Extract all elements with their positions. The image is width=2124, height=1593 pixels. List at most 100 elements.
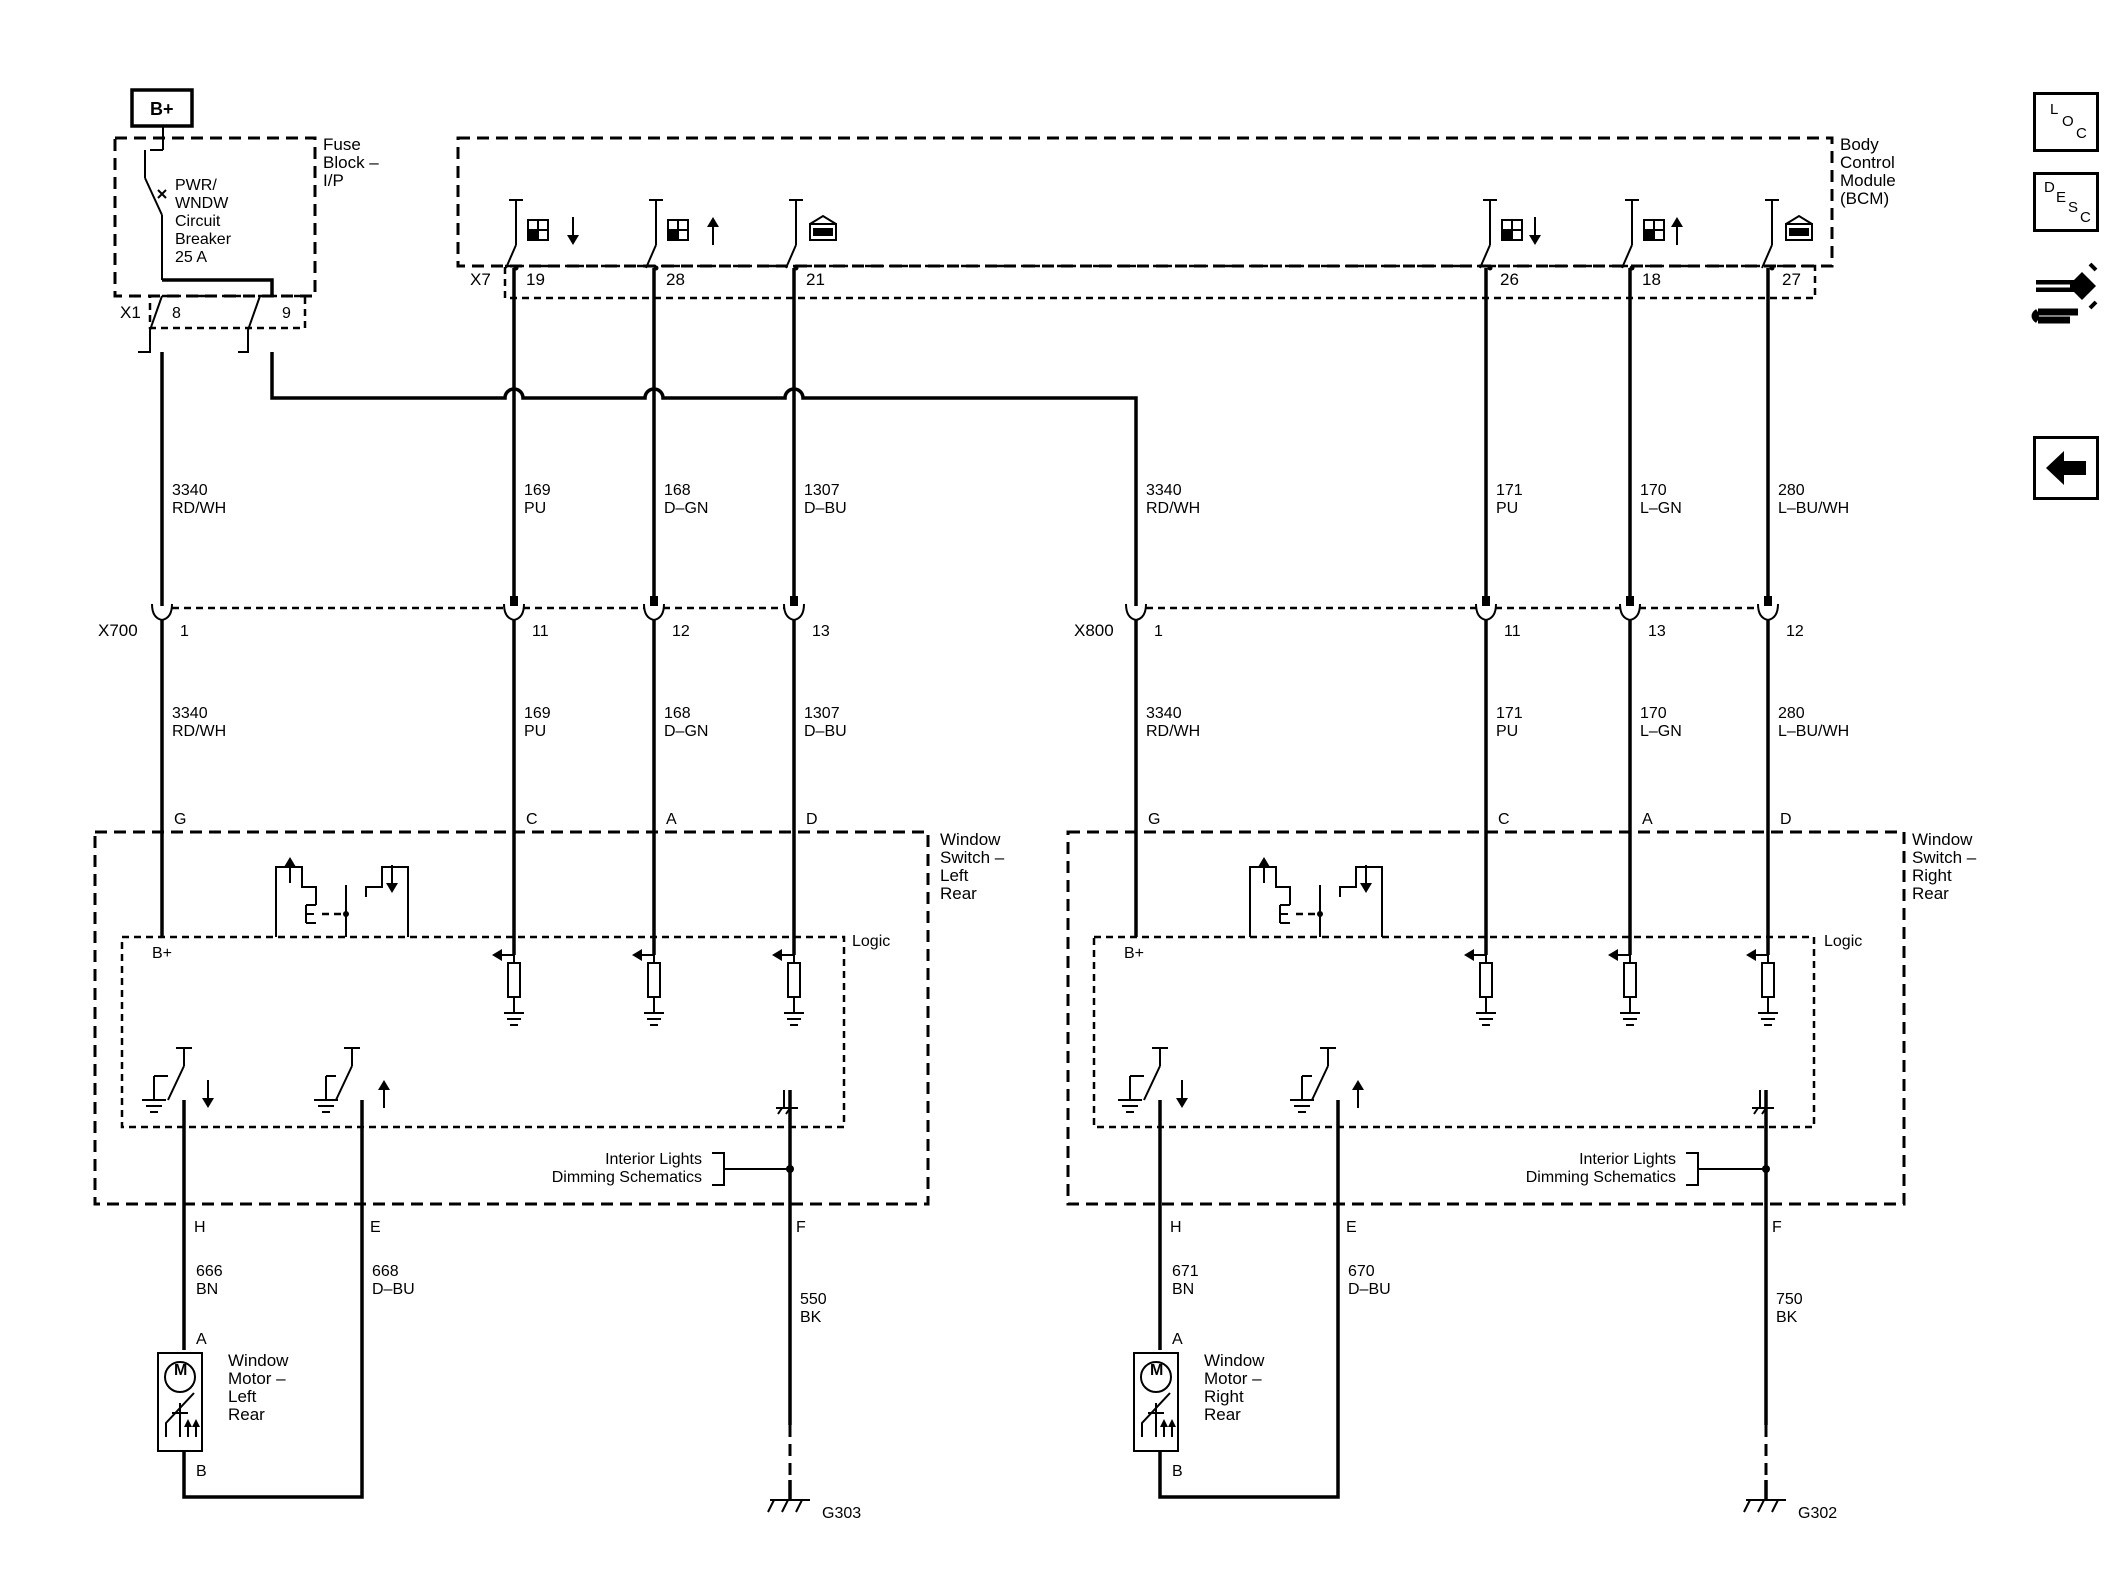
middle-wiring	[160, 620, 1770, 955]
left-switch-pin-a: A	[666, 811, 677, 828]
right-switch-outline	[1066, 830, 1906, 1206]
right-switch-pin-a: A	[1642, 811, 1653, 828]
bcm-pin: 26	[1500, 270, 1519, 289]
left-logic-outline	[120, 935, 846, 1129]
x1-pin-9: 9	[282, 305, 291, 322]
ground-label: G302	[1798, 1505, 1837, 1522]
left-switch-outline	[93, 830, 930, 1206]
power-source-label: B+	[150, 99, 174, 119]
upper-wiring	[160, 268, 1770, 606]
right-switch-pin-h: H	[1170, 1219, 1182, 1236]
x700-label: X700	[98, 621, 138, 640]
bcm-outline	[456, 136, 1834, 268]
left-switch-pin-e: E	[370, 1219, 381, 1236]
right-switch-pin-e: E	[1346, 1219, 1357, 1236]
loc-letter: O	[2062, 113, 2074, 130]
connector-icon[interactable]	[2030, 250, 2104, 334]
x1-connector-outline	[148, 294, 307, 330]
left-motor-pin-a: A	[196, 1331, 207, 1348]
ground-g302: G302	[1743, 1480, 1837, 1522]
x800-connector: X800 1 11 13 12	[1074, 596, 1804, 640]
breaker-bus	[162, 278, 274, 296]
bcm-pin: 18	[1642, 270, 1661, 289]
right-motor-symbol: M	[1150, 1362, 1163, 1379]
x800-pin: 11	[1504, 623, 1521, 640]
left-logic-label: Logic	[852, 933, 890, 950]
right-switch-pin-g: G	[1148, 811, 1160, 828]
right-logic-label: Logic	[1824, 933, 1862, 950]
x800-label: X800	[1074, 621, 1114, 640]
x700-connector: X700 1 11 12 13	[98, 596, 830, 640]
back-arrow-icon	[2046, 451, 2086, 485]
left-motor-symbol: M	[174, 1362, 187, 1379]
loc-letter: C	[2076, 125, 2087, 142]
right-logic-bplus: B+	[1124, 945, 1144, 962]
x700-pin: 13	[812, 623, 830, 640]
right-logic-outline	[1092, 935, 1816, 1129]
bcm-pin: 27	[1782, 270, 1801, 289]
x700-pin: 12	[672, 623, 690, 640]
description-button[interactable]: D E S C	[2033, 172, 2099, 232]
x800-pin: 13	[1648, 623, 1666, 640]
right-switch-pin-d: D	[1780, 811, 1792, 828]
lower-wiring	[182, 1090, 1768, 1499]
desc-letter: D	[2044, 179, 2055, 196]
left-logic-bplus: B+	[152, 945, 172, 962]
x7-connector-outline	[503, 264, 1817, 300]
connector-icon	[2031, 262, 2098, 324]
x800-pin: 1	[1154, 623, 1163, 640]
x700-pin: 11	[532, 623, 549, 640]
x7-connector-label: X7	[470, 270, 491, 289]
left-switch-pin-h: H	[194, 1219, 206, 1236]
desc-letter: S	[2068, 199, 2079, 216]
location-button[interactable]: L O C	[2033, 92, 2099, 152]
left-switch-pin-f: F	[796, 1219, 806, 1236]
left-motor-pin-b: B	[196, 1463, 207, 1480]
back-button[interactable]	[2033, 436, 2099, 500]
left-switch-pin-g: G	[174, 811, 186, 828]
x1-pin-8: 8	[172, 305, 181, 322]
left-switch-pin-d: D	[806, 811, 818, 828]
bcm-pin: 28	[666, 270, 685, 289]
left-switch-pin-c: C	[526, 811, 538, 828]
bcm-pin: 21	[806, 270, 825, 289]
loc-letter: L	[2050, 101, 2059, 118]
right-switch-pin-c: C	[1498, 811, 1510, 828]
